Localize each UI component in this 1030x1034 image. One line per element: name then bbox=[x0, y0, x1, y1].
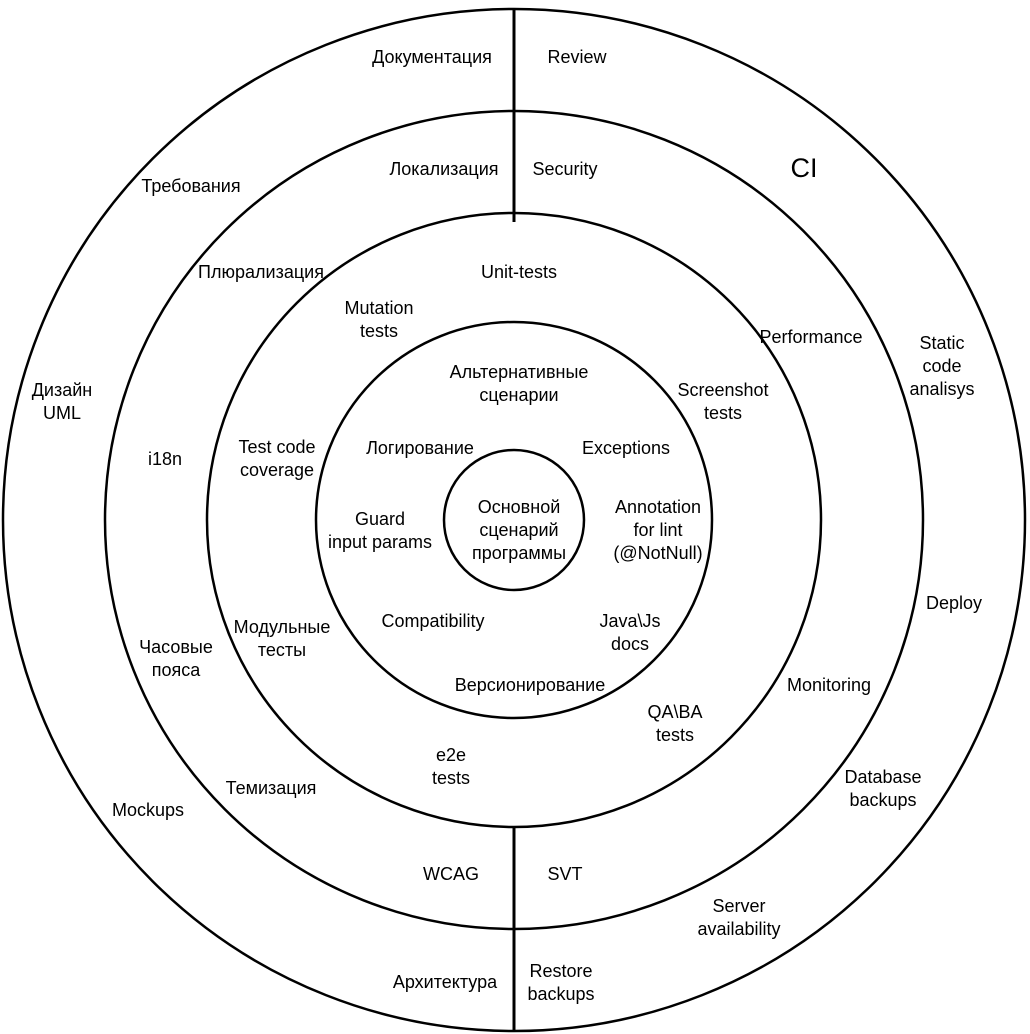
monitoring-label: Monitoring bbox=[787, 675, 871, 695]
compatibility-label: Compatibility bbox=[381, 611, 484, 631]
requirements-label: Требования bbox=[141, 176, 240, 196]
ring-2-boundary bbox=[314, 320, 714, 720]
documentation-label: Документация bbox=[372, 47, 492, 67]
deploy-label: Deploy bbox=[926, 593, 982, 613]
architecture-label: Архитектура bbox=[393, 972, 498, 992]
unit-tests-label: Unit-tests bbox=[481, 262, 557, 282]
mockups-label: Mockups bbox=[112, 800, 184, 820]
pluralization-label: Плюрализация bbox=[198, 262, 324, 282]
exceptions-label: Exceptions bbox=[582, 438, 670, 458]
performance-label: Performance bbox=[759, 327, 862, 347]
wcag-label: WCAG bbox=[423, 864, 479, 884]
center-boundary bbox=[442, 448, 586, 592]
localization-label: Локализация bbox=[389, 159, 498, 179]
ci-label: CI bbox=[791, 153, 818, 183]
i18n-label: i18n bbox=[148, 449, 182, 469]
theming-label: Темизация bbox=[226, 778, 317, 798]
versioning-label: Версионирование bbox=[455, 675, 606, 695]
review-label: Review bbox=[547, 47, 607, 67]
logging-label: Логирование bbox=[366, 438, 474, 458]
security-label: Security bbox=[532, 159, 597, 179]
svt-label: SVT bbox=[547, 864, 582, 884]
